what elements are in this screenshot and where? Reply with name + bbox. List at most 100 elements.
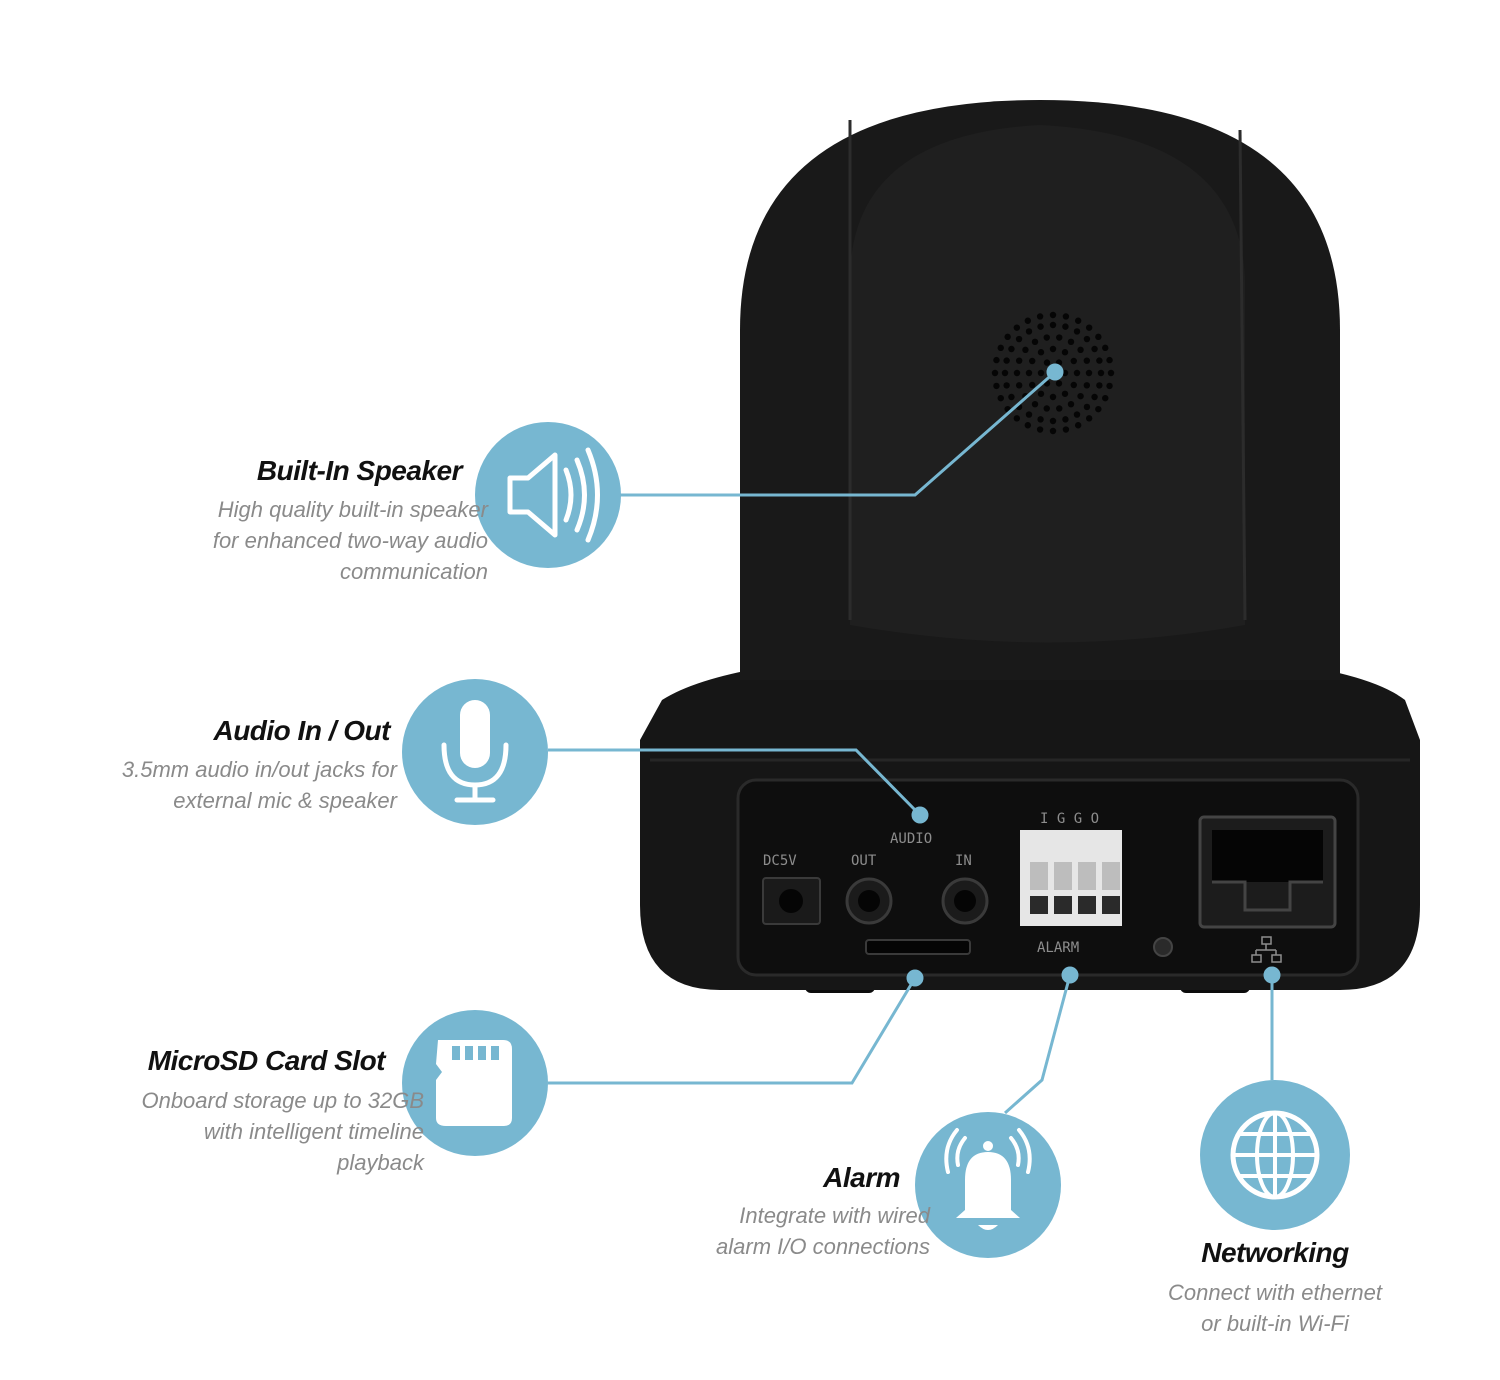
grille-hole (1073, 328, 1081, 335)
grille-hole (997, 344, 1004, 352)
grille-hole (1008, 345, 1015, 353)
speaker-desc-line: High quality built-in speaker (217, 497, 488, 522)
alarm-pins-label: I G G O (1040, 811, 1099, 827)
grille-hole (1043, 334, 1050, 341)
alarm-desc-line: alarm I/O connections (716, 1234, 930, 1259)
grille-hole (1102, 344, 1109, 352)
grille-hole (1003, 382, 1010, 389)
grille-hole (1049, 345, 1057, 353)
audio-in-label: IN (955, 853, 972, 869)
grille-hole (1083, 335, 1091, 343)
grille-hole (1106, 382, 1113, 390)
alarm-title: Alarm (823, 1162, 900, 1193)
speaker-title: Built-In Speaker (256, 455, 463, 486)
alarm-desc-line: Integrate with wired (739, 1203, 930, 1228)
audio-desc-line: 3.5mm audio in/out jacks for (121, 757, 397, 782)
grille-hole (1062, 323, 1069, 330)
lan-icon (1251, 936, 1282, 963)
networking-desc: Connect with ethernet or built-in Wi-Fi (1120, 1277, 1430, 1339)
grille-hole (1096, 382, 1103, 389)
grille-hole (1083, 382, 1091, 389)
microsd-title: MicroSD Card Slot (147, 1045, 386, 1076)
grille-hole (1095, 333, 1102, 341)
networking-title: Networking (1201, 1237, 1349, 1268)
grille-hole (1036, 426, 1044, 433)
grille-hole (1043, 405, 1050, 412)
grille-hole (1037, 323, 1044, 330)
grille-hole (1004, 333, 1011, 341)
grille-hole (1049, 311, 1057, 319)
audio-title: Audio In / Out (213, 715, 390, 746)
speaker-grille (991, 311, 1115, 435)
camera: DC5V OUT IN AUDIO I G G O ALARM (640, 100, 1420, 993)
grille-hole (1083, 403, 1091, 411)
grille-hole (1037, 369, 1045, 377)
grille-hole (1073, 369, 1081, 377)
speaker-desc-line: for enhanced two-way audio (212, 528, 488, 553)
grille-hole (1091, 345, 1098, 353)
grille-hole (1015, 382, 1023, 389)
grille-hole (1049, 321, 1057, 329)
audio-out-label: OUT (851, 853, 877, 869)
grille-hole (1074, 317, 1082, 324)
dc-label: DC5V (763, 853, 797, 869)
grille-hole (1025, 411, 1033, 418)
grille-hole (1015, 357, 1023, 364)
grille-hole (993, 382, 1000, 390)
grille-hole (1031, 338, 1039, 346)
grille-hole (991, 369, 999, 377)
grille-hole (1074, 422, 1082, 429)
grille-hole (1037, 390, 1045, 397)
callout-lines (548, 363, 1281, 1115)
sd-card-icon (402, 1010, 548, 1156)
grille-hole (1049, 427, 1057, 435)
speaker-icon (475, 422, 621, 568)
grille-hole (1056, 334, 1063, 341)
grille-hole (1031, 400, 1039, 408)
grille-hole (1008, 393, 1015, 401)
grille-hole (1003, 357, 1010, 364)
grille-hole (1067, 338, 1075, 346)
grille-hole (1013, 369, 1021, 377)
grille-hole (1015, 335, 1023, 343)
grille-hole (1073, 411, 1081, 418)
grille-hole (1001, 369, 1009, 377)
grille-hole (1029, 357, 1036, 365)
grille-hole (1025, 369, 1033, 377)
grille-hole (1062, 426, 1070, 433)
grille-hole (1091, 393, 1098, 401)
speaker-desc: High quality built-in speaker for enhanc… (120, 494, 488, 587)
grille-hole (1013, 415, 1021, 422)
networking-desc-line: or built-in Wi-Fi (1201, 1311, 1349, 1336)
grille-hole (1070, 357, 1077, 365)
grille-hole (1067, 400, 1075, 408)
alarm-desc: Integrate with wired alarm I/O connectio… (640, 1200, 930, 1262)
grille-hole (1061, 390, 1069, 397)
grille-hole (1062, 313, 1070, 320)
audio-desc: 3.5mm audio in/out jacks for external mi… (40, 754, 397, 816)
grille-hole (1085, 415, 1093, 422)
speaker-desc-line: communication (340, 559, 488, 584)
grille-hole (1022, 346, 1029, 354)
grille-hole (1029, 381, 1036, 389)
grille-hole (1083, 357, 1091, 364)
grille-hole (1097, 369, 1105, 377)
grille-hole (1024, 422, 1032, 429)
grille-hole (1070, 381, 1077, 389)
grille-hole (1055, 380, 1063, 387)
grille-hole (1096, 357, 1103, 364)
microphone-icon (402, 679, 548, 825)
grille-hole (1095, 405, 1102, 413)
microsd-desc: Onboard storage up to 32GB with intellig… (40, 1085, 424, 1178)
grille-hole (1024, 317, 1032, 324)
audio-desc-line: external mic & speaker (173, 788, 397, 813)
audio-label: AUDIO (890, 831, 932, 847)
grille-hole (1085, 324, 1093, 331)
grille-hole (1077, 346, 1084, 354)
grille-hole (1025, 328, 1033, 335)
grille-hole (1077, 392, 1084, 400)
microsd-desc-line: with intelligent timeline (203, 1119, 424, 1144)
grille-hole (1107, 369, 1115, 377)
globe-icon (1200, 1080, 1350, 1230)
